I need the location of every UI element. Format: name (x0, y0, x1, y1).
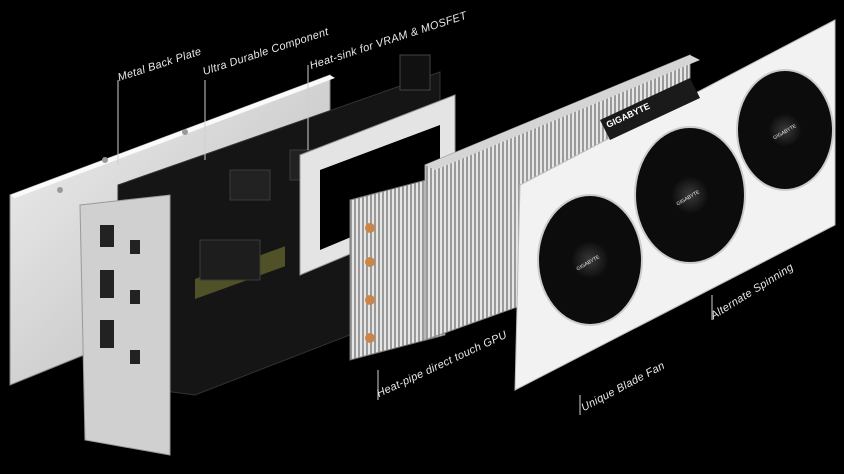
io-bracket (79, 194, 171, 456)
fan-left: GIGABYTE (537, 194, 643, 326)
fan-middle: GIGABYTE (634, 126, 746, 264)
leader-lines (117, 65, 713, 415)
fan-right: GIGABYTE (736, 69, 834, 191)
heatpipe-block (349, 174, 446, 361)
